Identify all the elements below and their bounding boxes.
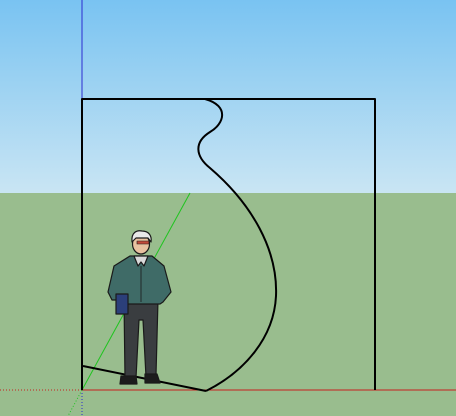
green-axis-negative [67, 389, 83, 416]
person-figure[interactable] [107, 230, 172, 385]
person-right-shoe [144, 373, 161, 384]
folder-icon [115, 293, 129, 315]
person-left-shoe [119, 375, 138, 385]
ground-plane [0, 193, 456, 416]
sky [0, 0, 456, 193]
person-collar [133, 255, 149, 267]
curved-cutout-edge[interactable] [197, 98, 278, 392]
rectangle-face[interactable] [81, 98, 376, 390]
person-jacket [107, 255, 172, 305]
person-hair [131, 230, 152, 243]
person-glasses [136, 240, 150, 245]
